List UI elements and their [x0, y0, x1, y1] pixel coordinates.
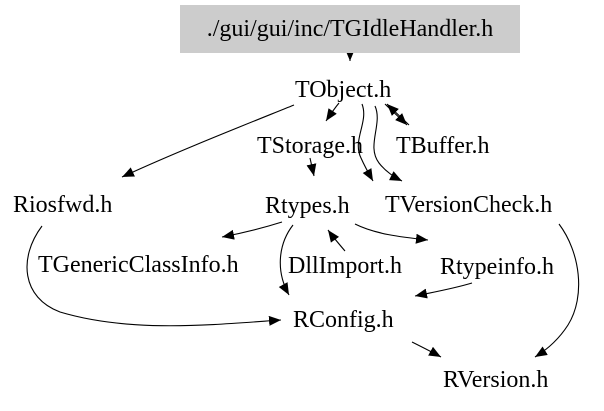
- edge-tversioncheck-rversion: [534, 223, 580, 358]
- edge-rtypes-rconfig: [278, 224, 294, 296]
- node-tobject[interactable]: TObject.h: [295, 77, 392, 103]
- edge-rtypes-tgenericclassinfo: [221, 221, 283, 240]
- edge-rtypeinfo-rconfig: [414, 282, 473, 299]
- node-riosfwd[interactable]: Riosfwd.h: [13, 192, 113, 218]
- node-tversioncheck[interactable]: TVersionCheck.h: [385, 192, 553, 218]
- node-tgidlehandler-root: ./gui/gui/inc/TGIdleHandler.h: [180, 5, 520, 53]
- node-tstorage[interactable]: TStorage.h: [257, 133, 363, 159]
- edge-tbuffer-tobject: [386, 103, 410, 126]
- edge-tobject-tversioncheck: [373, 105, 403, 182]
- edge-tobject-riosfwd: [121, 104, 295, 178]
- node-tbuffer[interactable]: TBuffer.h: [396, 133, 490, 159]
- node-dllimport[interactable]: DllImport.h: [288, 253, 402, 279]
- edge-tobject-tstorage: [325, 102, 340, 122]
- node-rversion[interactable]: RVersion.h: [443, 367, 549, 393]
- edge-rconfig-rversion: [411, 341, 442, 358]
- edge-riosfwd-rconfig: [26, 225, 282, 327]
- node-rtypeinfo[interactable]: Rtypeinfo.h: [440, 254, 554, 280]
- node-rtypes[interactable]: Rtypes.h: [265, 193, 350, 219]
- edge-tobject-tbuffer: [384, 103, 408, 126]
- edge-dllimport-rtypes: [327, 229, 346, 252]
- edge-tstorage-rtypes: [306, 157, 317, 177]
- edge-tobject-rtypes: [357, 103, 374, 182]
- node-tgenericclassinfo[interactable]: TGenericClassInfo.h: [38, 252, 239, 278]
- node-rconfig[interactable]: RConfig.h: [293, 307, 394, 333]
- edge-rtypes-rtypeinfo: [354, 223, 429, 244]
